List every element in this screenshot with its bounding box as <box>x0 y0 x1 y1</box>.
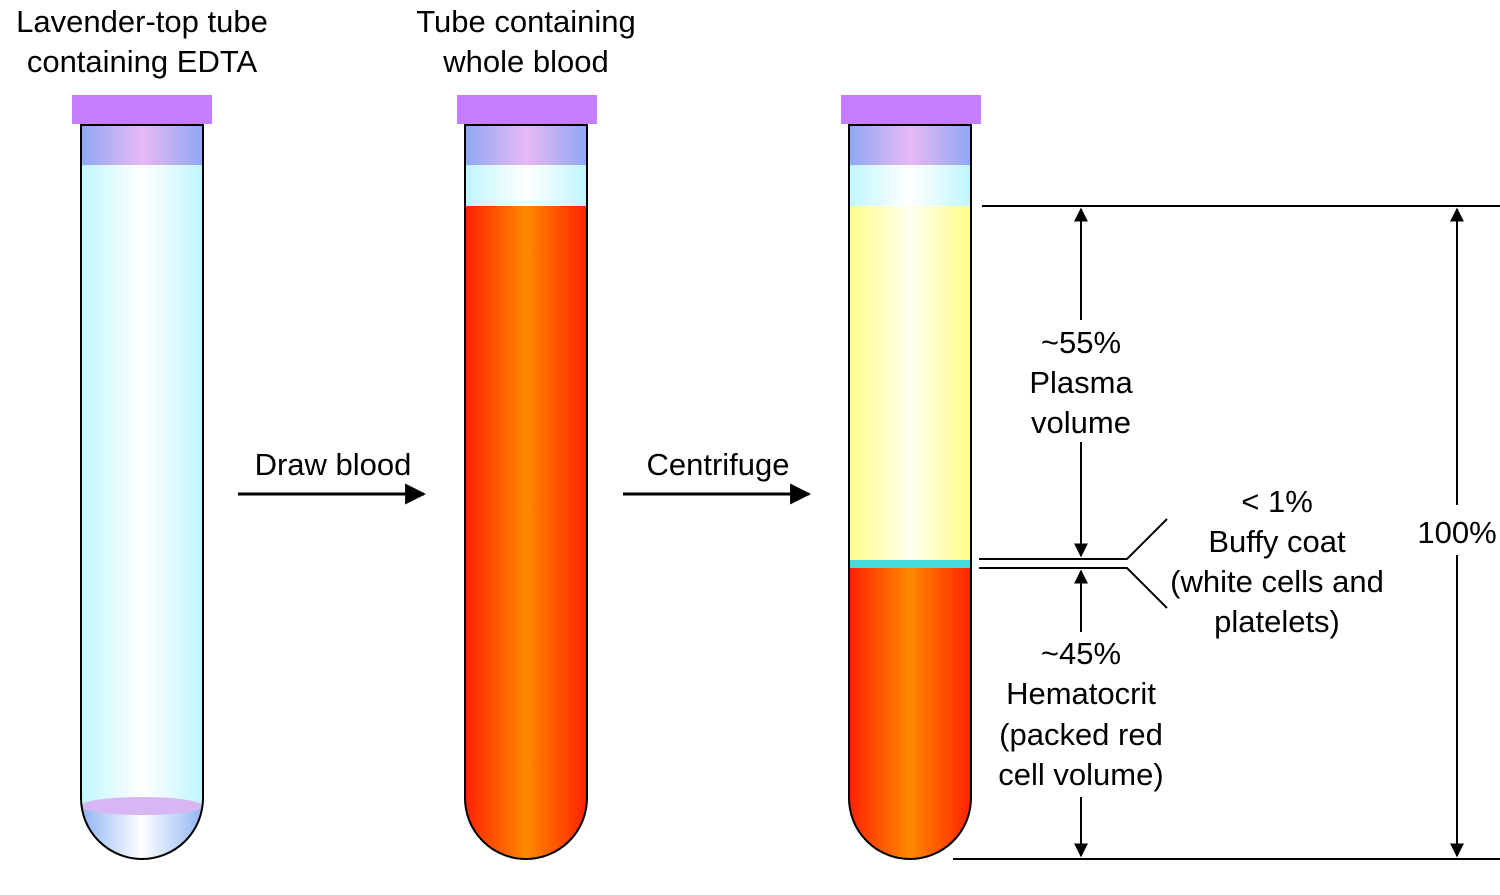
tube1-cap <box>72 95 212 124</box>
total-percent: 100% <box>1417 515 1496 550</box>
hematocrit-label-line2: (packed red <box>999 717 1163 752</box>
draw-blood-step: Draw blood <box>238 447 427 505</box>
tube1-outline <box>80 124 204 860</box>
tube3-cap <box>841 95 981 124</box>
total-dimension: 100% <box>1417 207 1497 858</box>
hematocrit-label-line1: Hematocrit <box>1006 676 1156 711</box>
buffy-coat-layer <box>849 560 971 568</box>
buffy-label-line3: platelets) <box>1214 604 1340 639</box>
buffy-label-line1: Buffy coat <box>1208 524 1346 559</box>
plasma-layer <box>849 206 971 560</box>
buffy-percent: < 1% <box>1241 484 1313 519</box>
plasma-percent: ~55% <box>1041 325 1121 360</box>
centrifuge-label: Centrifuge <box>646 447 789 482</box>
centrifuge-step: Centrifuge <box>623 447 812 505</box>
plasma-label-line1: Plasma <box>1029 365 1133 400</box>
buffy-label-line2: (white cells and <box>1170 564 1384 599</box>
tube1-label-line2: containing EDTA <box>27 44 258 79</box>
buffy-pointer-lower <box>979 567 1168 609</box>
tube2-cap <box>457 95 597 124</box>
whole-blood-fill <box>465 206 587 859</box>
empty-edta-tube: Lavender-top tube containing EDTA <box>16 4 268 860</box>
tube2-outline <box>464 124 588 860</box>
plasma-label-line2: volume <box>1031 405 1131 440</box>
whole-blood-tube: Tube containing whole blood <box>416 4 636 860</box>
red-cell-layer <box>849 568 971 859</box>
draw-blood-label: Draw blood <box>255 447 412 482</box>
buffy-coat-annotation: < 1% Buffy coat (white cells and platele… <box>1170 484 1384 639</box>
hematocrit-dimension: ~45% Hematocrit (packed red cell volume) <box>998 569 1164 858</box>
hematocrit-percent: ~45% <box>1041 636 1121 671</box>
hematocrit-label-line3: cell volume) <box>998 757 1163 792</box>
tube1-label-line1: Lavender-top tube <box>16 4 268 39</box>
tube2-label-line2: whole blood <box>442 44 608 79</box>
tube2-label-line1: Tube containing <box>416 4 635 39</box>
measurement-lines <box>953 205 1500 860</box>
centrifuged-tube <box>841 95 981 860</box>
plasma-dimension: ~55% Plasma volume <box>1029 207 1133 558</box>
buffy-pointer-upper <box>979 518 1168 560</box>
tube3-outline <box>848 124 972 860</box>
